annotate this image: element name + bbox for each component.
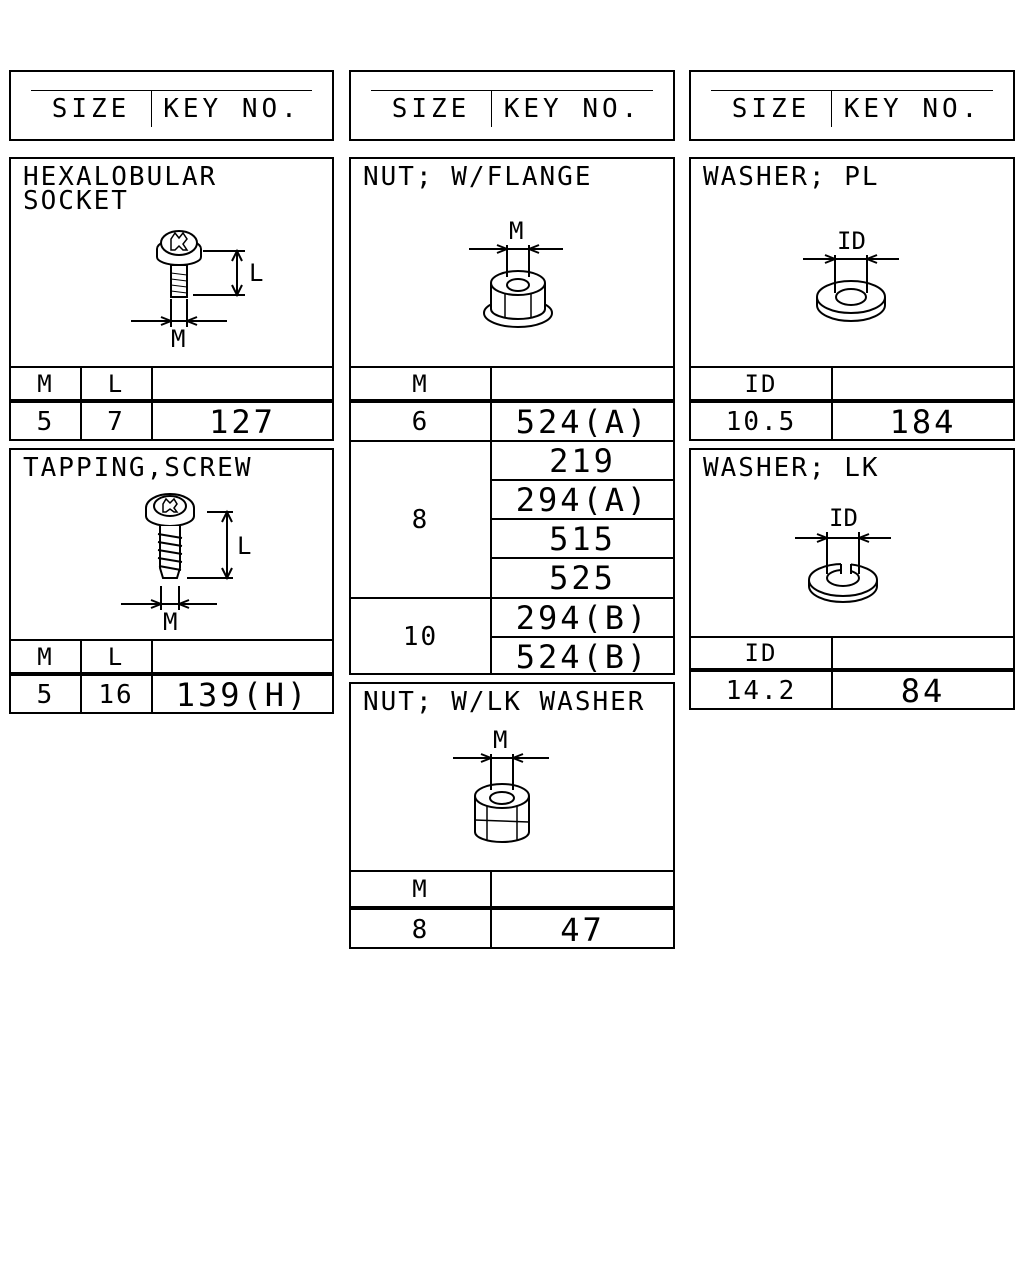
lock-washer-nut-icon: M: [453, 726, 549, 843]
l-value: 16: [98, 680, 134, 710]
tapping-screw-panel: TAPPING,SCREW L M M L 5 16 139(H): [9, 448, 334, 714]
key-no-value: 515: [549, 519, 616, 558]
key-no-value: 219: [549, 441, 616, 480]
nut-lock-washer-panel: NUT; W/LK WASHER M M 8 47: [349, 682, 675, 949]
id-value: 10.5: [725, 407, 797, 437]
key-no-value: 127: [209, 403, 276, 441]
dim-m-label: M: [493, 726, 507, 754]
col-l-header: L: [107, 369, 125, 398]
header-box-3: SIZE KEY NO.: [689, 70, 1015, 141]
panel-title: NUT; W/FLANGE: [363, 162, 593, 192]
plain-washer-icon: ID: [803, 227, 899, 322]
key-no-value: 294(A): [515, 480, 650, 519]
m-value: 6: [411, 406, 430, 437]
header-row: SIZE KEY NO.: [711, 90, 993, 127]
key-no-value: 47: [560, 910, 605, 949]
key-no-value: 525: [549, 558, 616, 597]
key-no-value: 294(B): [515, 598, 650, 637]
panel-title: WASHER; PL: [703, 162, 880, 192]
flange-nut-icon: M: [469, 217, 563, 328]
m-value: 10: [402, 622, 439, 652]
col-l-header: L: [107, 642, 125, 671]
washer-lock-panel: WASHER; LK ID ID 14.2 84: [689, 448, 1015, 710]
dim-l-label: L: [237, 532, 251, 560]
header-row: SIZE KEY NO.: [371, 90, 653, 127]
panel-title: TAPPING,SCREW: [23, 453, 253, 483]
key-no-value: 524(A): [515, 402, 650, 441]
col-m-header: M: [37, 369, 54, 398]
id-value: 14.2: [725, 676, 797, 706]
m-value: 8: [411, 914, 430, 945]
dim-m-label: M: [509, 217, 523, 245]
col-m-header: M: [412, 369, 429, 398]
key-no-value: 184: [889, 403, 957, 441]
lock-washer-icon: ID: [795, 504, 891, 603]
key-no-header: KEY NO.: [503, 94, 642, 124]
header-row: SIZE KEY NO.: [31, 90, 312, 127]
m-value: 5: [36, 680, 55, 710]
col-id-header: ID: [744, 639, 778, 667]
key-no-header: KEY NO.: [843, 94, 982, 124]
key-no-value: 84: [900, 672, 946, 710]
col-m-header: M: [412, 875, 429, 903]
panel-title: WASHER; LK: [703, 453, 880, 483]
size-header: SIZE: [711, 91, 832, 127]
header-box-1: SIZE KEY NO.: [9, 70, 334, 141]
panel-title: NUT; W/LK WASHER: [363, 687, 646, 717]
dim-id-label: ID: [837, 227, 866, 255]
tapping-screw-icon: L M: [121, 493, 251, 636]
size-header: SIZE: [371, 91, 492, 127]
m-value: 8: [411, 505, 430, 535]
key-no-value: 139(H): [175, 676, 310, 714]
key-no-header: KEY NO.: [163, 94, 301, 124]
size-header: SIZE: [31, 91, 152, 127]
dim-id-label: ID: [829, 504, 858, 532]
key-no-value: 524(B): [515, 637, 650, 676]
dim-m-label: M: [171, 325, 185, 353]
header-box-2: SIZE KEY NO.: [349, 70, 675, 141]
l-value: 7: [107, 407, 125, 437]
col-m-header: M: [37, 642, 54, 671]
nut-flange-panel: NUT; W/FLANGE M M 6 524(A) 8 219 294(A) …: [349, 157, 675, 676]
panel-title: HEXALOBULAR SOCKET: [23, 162, 218, 216]
dim-l-label: L: [249, 259, 263, 287]
dim-m-label: M: [163, 608, 177, 636]
m-value: 5: [36, 407, 55, 437]
hexalobular-socket-panel: HEXALOBULAR SOCKET L M M L 5 7 127: [9, 157, 334, 441]
col-id-header: ID: [744, 369, 778, 398]
hexalobular-screw-icon: L M: [131, 230, 263, 353]
washer-plain-panel: WASHER; PL ID ID 10.5 184: [689, 157, 1015, 441]
